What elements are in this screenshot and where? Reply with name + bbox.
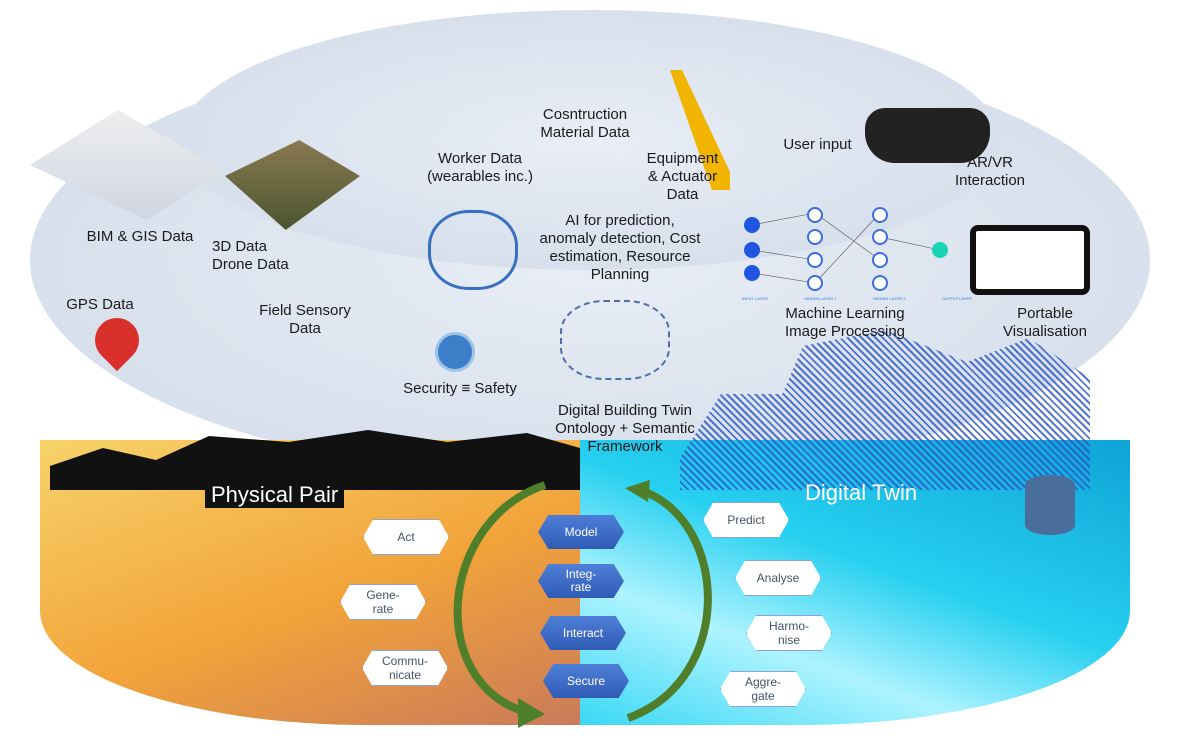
- database-icon: [1025, 475, 1075, 535]
- action-aggregate: Aggre- gate: [720, 671, 806, 707]
- input-node: [744, 217, 760, 233]
- label-security: Security ≡ Safety: [403, 380, 517, 397]
- label-user: User input: [783, 136, 852, 153]
- label-drone: 3D Data Drone Data: [212, 238, 289, 273]
- core-model: Model: [538, 515, 624, 549]
- label-gps: GPS Data: [66, 296, 134, 313]
- label-bim: BIM & GIS Data: [86, 228, 194, 245]
- background-cloud: [180, 10, 1000, 270]
- nn-layer-label: OUTPUT LAYER: [941, 296, 972, 301]
- core-secure: Secure: [543, 664, 629, 698]
- nn-layer-label: HIDDEN LAYER 1: [804, 296, 837, 301]
- input-node: [744, 265, 760, 281]
- label-digital-building-twin: Digital Building Twin Ontology + Semanti…: [555, 402, 695, 455]
- arrowhead-left: [625, 480, 650, 502]
- physical-pair-title: Physical Pair: [205, 482, 345, 508]
- ar-headset-icon: [865, 108, 990, 163]
- digital-twin-title: Digital Twin: [805, 480, 918, 505]
- action-communicate: Commu- nicate: [362, 650, 448, 686]
- action-generate: Gene- rate: [340, 584, 426, 620]
- action-act: Act: [363, 519, 449, 555]
- brain-chip-icon: [428, 210, 518, 290]
- nn-layer-label: HIDDEN LAYER 2: [872, 296, 906, 301]
- left-cycle-arrow: [453, 481, 547, 716]
- cycle-arrows: [453, 480, 712, 728]
- label-portable: Portable Visualisation: [1003, 305, 1087, 340]
- output-node: [932, 242, 948, 258]
- neural-network-diagram: [744, 207, 948, 291]
- action-harmonise: Harmo- nise: [746, 615, 832, 651]
- label-worker: Worker Data (wearables inc.): [427, 150, 533, 185]
- label-field: Field Sensory Data: [259, 302, 351, 337]
- core-interact: Interact: [540, 616, 626, 650]
- label-material: Cosntruction Material Data: [540, 106, 630, 141]
- action-analyse: Analyse: [735, 560, 821, 596]
- tablet-icon: [970, 225, 1090, 295]
- action-predict: Predict: [703, 502, 789, 538]
- nn-layer-label: INPUT LAYER: [742, 296, 768, 301]
- label-ml: Machine Learning Image Processing: [784, 305, 906, 340]
- arrowhead-right: [518, 698, 545, 728]
- input-node: [744, 242, 760, 258]
- lock-icon: [435, 332, 475, 372]
- nn-layer-labels: INPUT LAYER HIDDEN LAYER 1 HIDDEN LAYER …: [742, 296, 972, 301]
- label-arvr: AR/VR Interaction: [954, 154, 1026, 189]
- label-ai: AI for prediction, anomaly detection, Co…: [539, 212, 701, 283]
- right-cycle-arrow: [626, 486, 712, 722]
- core-integrate: Integ- rate: [538, 564, 624, 598]
- label-equipment: Equipment & Actuator Data: [646, 150, 719, 203]
- network-graph-icon: [560, 300, 670, 380]
